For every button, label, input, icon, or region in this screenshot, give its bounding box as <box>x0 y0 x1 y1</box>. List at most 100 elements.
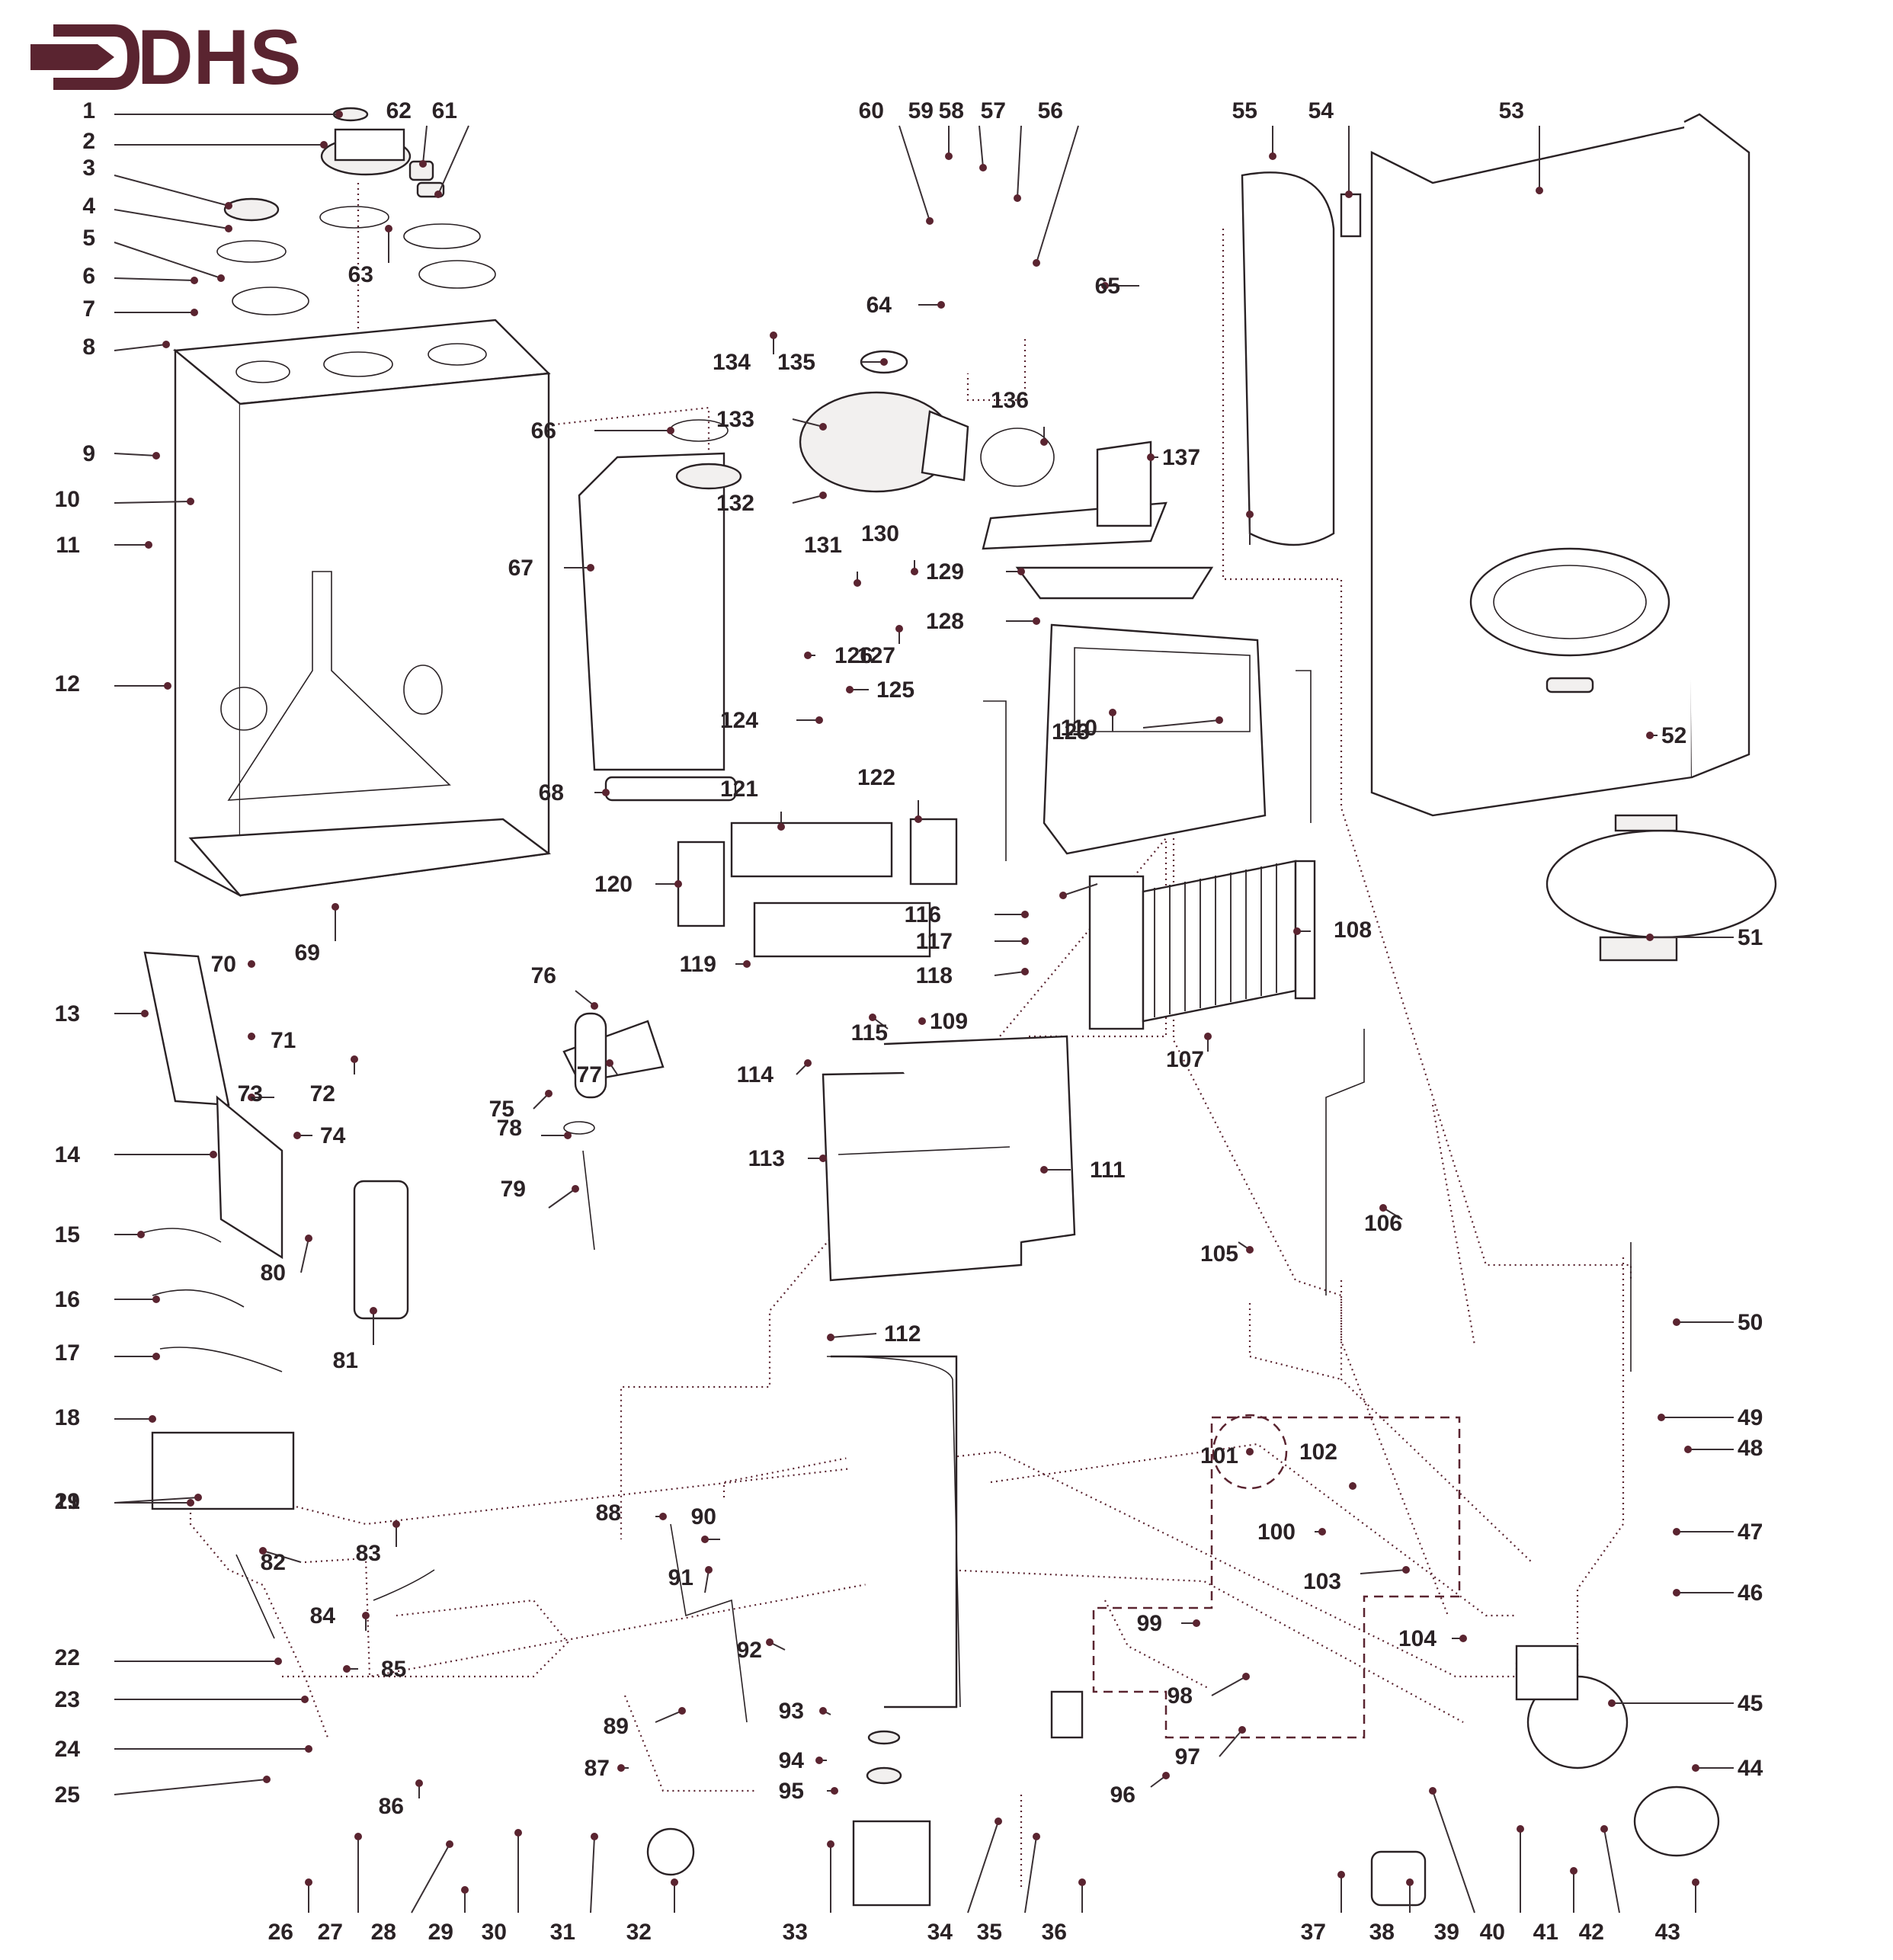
part-number-label: 66 <box>531 418 556 444</box>
part-number-label: 74 <box>320 1123 346 1148</box>
leader-dot <box>1242 1673 1250 1680</box>
callout-17: 17 <box>55 1340 160 1366</box>
part-number-label: 133 <box>716 407 754 432</box>
leader-dot <box>305 1745 312 1753</box>
leader-line <box>114 344 167 351</box>
leader-line <box>1360 1569 1407 1574</box>
part-number-label: 113 <box>748 1146 785 1171</box>
part-number-label: 78 <box>497 1116 522 1141</box>
leader-dot <box>743 960 751 968</box>
callout-48: 48 <box>1684 1436 1763 1461</box>
part-number-label: 45 <box>1738 1691 1763 1716</box>
part-number-label: 131 <box>804 533 842 558</box>
part-number-label: 130 <box>861 521 899 546</box>
callout-85: 85 <box>343 1657 406 1682</box>
leader-dot <box>766 1638 774 1646</box>
combustion-chamber <box>677 623 1312 958</box>
part-number-label: 4 <box>82 194 95 219</box>
leader-line <box>994 971 1026 976</box>
leader-line <box>898 125 930 222</box>
part-number-label: 123 <box>1052 719 1090 745</box>
part-number-label: 19 <box>55 1489 80 1514</box>
callout-5: 5 <box>82 226 225 282</box>
fan-assembly <box>799 350 1214 600</box>
leader-dot <box>846 686 854 693</box>
leader-dot <box>827 1840 834 1848</box>
leader-dot <box>602 789 610 796</box>
part-number-label: 128 <box>926 609 964 634</box>
part-number-label: 114 <box>737 1062 774 1087</box>
leader-dot <box>1402 1566 1410 1574</box>
leader-dot <box>1345 191 1353 198</box>
part-number-label: 43 <box>1655 1920 1680 1945</box>
callout-19: 19 <box>55 1489 194 1514</box>
callout-62: 62 <box>386 98 428 168</box>
callout-71: 71 <box>248 1028 296 1053</box>
callout-26: 26 <box>268 1878 312 1945</box>
callout-80: 80 <box>261 1235 312 1286</box>
leader-dot <box>1536 187 1543 194</box>
leader-dot <box>1600 1825 1608 1833</box>
callout-28: 28 <box>371 1840 453 1945</box>
callout-70: 70 <box>211 952 255 977</box>
callout-89: 89 <box>604 1707 686 1739</box>
leader-dot <box>1014 194 1021 202</box>
callout-35: 35 <box>977 1833 1040 1945</box>
leader-line <box>1432 1790 1475 1914</box>
sump-tray <box>822 1035 1076 1282</box>
callout-108: 108 <box>1293 918 1372 943</box>
leader-line <box>114 277 195 281</box>
part-number-label: 25 <box>55 1782 80 1808</box>
part-number-label: 7 <box>82 296 95 322</box>
leader-dot <box>1033 1833 1040 1840</box>
leader-dot <box>678 1707 686 1715</box>
part-number-label: 92 <box>737 1638 762 1663</box>
part-number-label: 83 <box>356 1541 381 1566</box>
callout-44: 44 <box>1692 1756 1763 1781</box>
callout-96: 96 <box>1110 1772 1170 1808</box>
part-number-label: 85 <box>381 1657 406 1682</box>
leader-dot <box>911 568 918 575</box>
callout-72: 72 <box>310 1055 358 1107</box>
leader-dot <box>446 1840 453 1848</box>
leader-dot <box>587 564 594 572</box>
leader-dot <box>701 1536 709 1543</box>
callout-55: 55 <box>1232 98 1276 160</box>
part-number-label: 10 <box>55 487 80 512</box>
callout-104: 104 <box>1398 1626 1467 1651</box>
leader-dot <box>305 1235 312 1242</box>
part-number-label: 50 <box>1738 1310 1763 1335</box>
leader-dot <box>305 1878 312 1886</box>
callout-8: 8 <box>82 335 170 360</box>
part-number-label: 31 <box>550 1920 575 1945</box>
dhs-logo: DHS <box>30 14 301 101</box>
leader-line <box>114 242 222 279</box>
callout-67: 67 <box>508 556 594 581</box>
leader-dot <box>335 110 343 118</box>
callout-1: 1 <box>82 98 343 123</box>
leader-line <box>300 1238 309 1273</box>
part-number-label: 12 <box>55 671 80 697</box>
leader-dot <box>1570 1867 1578 1875</box>
leader-dot <box>343 1665 351 1673</box>
part-number-label: 51 <box>1738 925 1763 950</box>
leader-dot <box>1517 1825 1524 1833</box>
leader-dot <box>152 1353 160 1360</box>
leader-dot <box>1033 617 1040 625</box>
callout-13: 13 <box>55 1001 149 1026</box>
callout-21: 21 <box>55 1489 202 1514</box>
part-number-label: 106 <box>1364 1211 1402 1236</box>
air-box <box>578 419 742 802</box>
callout-undefined <box>1059 883 1098 899</box>
part-number-label: 13 <box>55 1001 80 1026</box>
callout-29: 29 <box>428 1886 469 1945</box>
callout-undefined <box>1246 511 1254 545</box>
leader-dot <box>815 1757 823 1764</box>
callout-73: 73 <box>238 1081 274 1107</box>
leader-dot <box>667 427 674 434</box>
part-number-label: 122 <box>857 765 895 790</box>
brand-name: DHS <box>137 14 301 101</box>
leader-dot <box>210 1151 217 1158</box>
leader-dot <box>1684 1446 1692 1453</box>
leader-dot <box>591 1833 598 1840</box>
